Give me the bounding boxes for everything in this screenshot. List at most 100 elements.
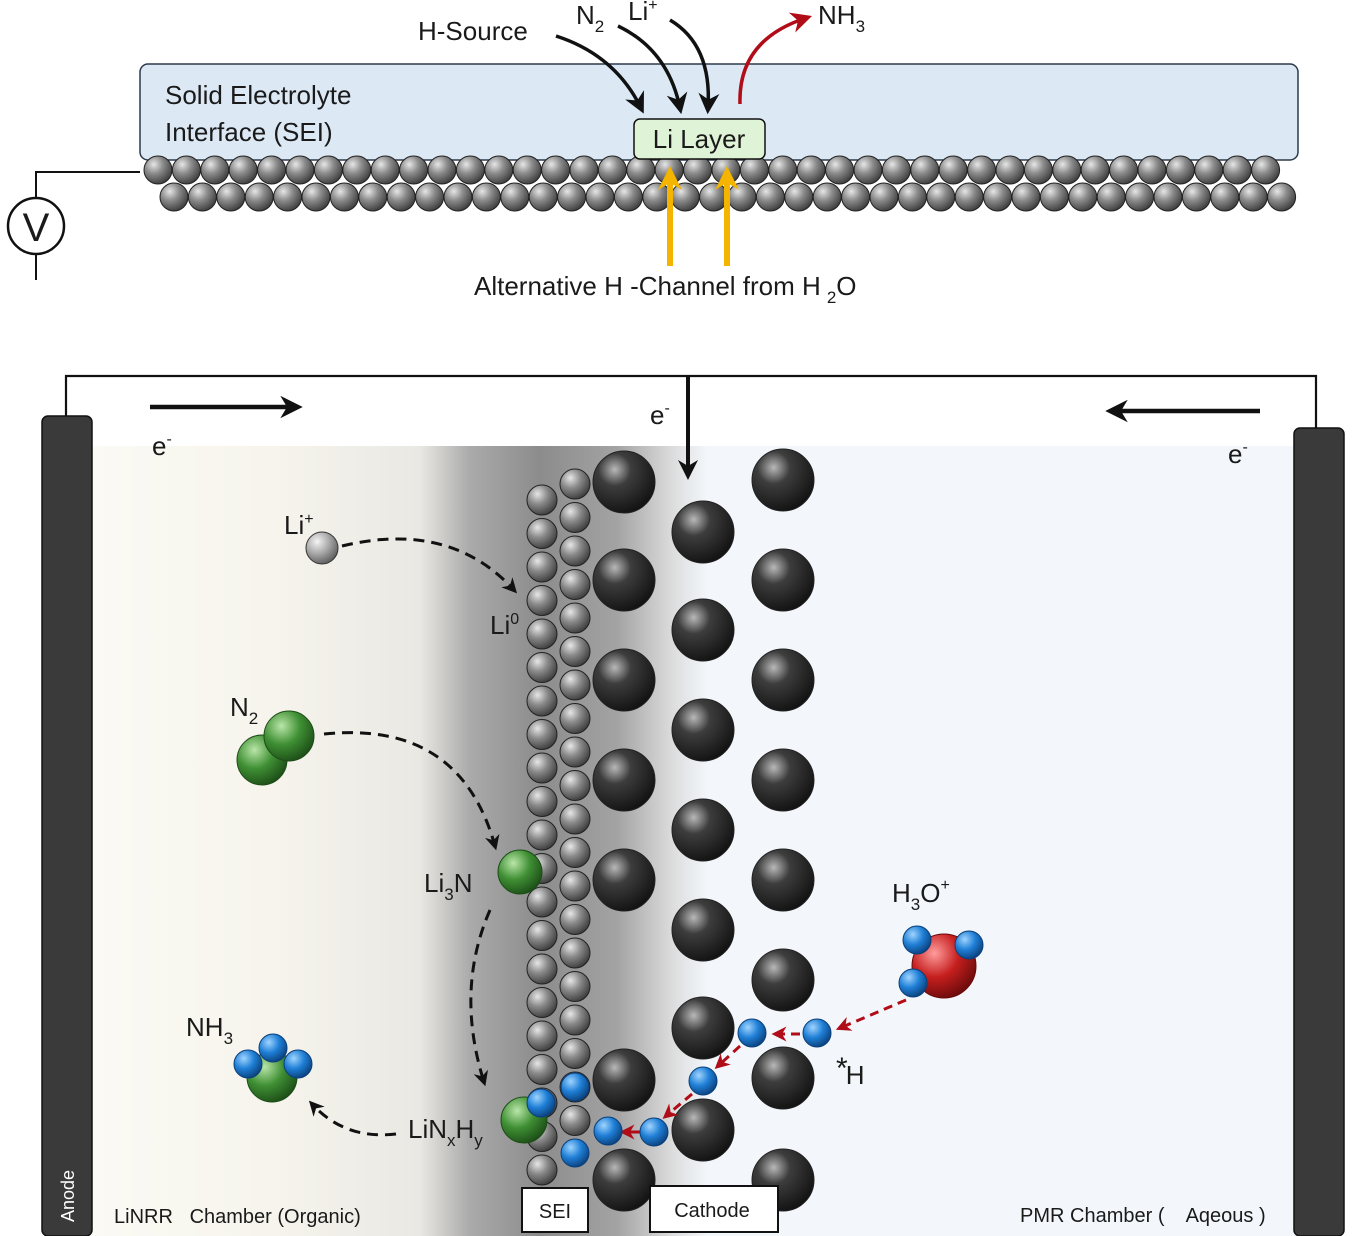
top-electrode-sphere: [1222, 155, 1252, 185]
sei-sphere: [559, 837, 591, 868]
top-electrode-sphere: [727, 182, 757, 212]
cathode-sphere: [671, 1098, 735, 1162]
linxhy-h-atom-3: [560, 1138, 590, 1168]
adsorbed-h-5: [593, 1116, 623, 1146]
proton-hop-arrow-3: [714, 1044, 742, 1070]
nh3-label: NH3: [186, 1012, 233, 1048]
sei-sphere: [526, 987, 558, 1018]
sei-sphere: [526, 920, 558, 951]
top-electrode-sphere: [187, 182, 217, 212]
top-electrode-sphere: [569, 155, 599, 185]
cathode-sphere: [751, 848, 815, 912]
top-electrode-sphere: [983, 182, 1013, 212]
sei-sphere: [559, 1105, 591, 1136]
top-electrode-sphere: [1080, 155, 1110, 185]
electron-label-center: e-: [650, 400, 670, 430]
top-electrode-sphere: [427, 155, 457, 185]
cathode-sphere: [592, 1148, 656, 1212]
top-electrode-sphere: [683, 155, 713, 185]
top-electrode-sphere: [1210, 182, 1240, 212]
top-electrode-sphere: [967, 155, 997, 185]
sei-sphere: [559, 636, 591, 667]
h-source-arrow: [555, 34, 644, 114]
adsorbed-h-1: [802, 1018, 832, 1048]
cathode-region-label: Cathode: [674, 1200, 750, 1222]
bottom-panel: e- e- e- Anode Li+ Li0 N2: [41, 374, 1345, 1236]
nh3-arrow: [738, 12, 812, 105]
cathode-sphere: [751, 648, 815, 712]
sei-sphere: [559, 770, 591, 801]
top-electrode-row-1: [143, 155, 1281, 185]
top-electrode-sphere: [370, 155, 400, 185]
sei-sphere: [526, 652, 558, 683]
sei-sphere: [526, 719, 558, 750]
h3o-h-atom-3: [898, 968, 928, 998]
adsorbed-h-4: [639, 1117, 669, 1147]
cathode-sphere: [592, 1048, 656, 1112]
sei-sphere: [526, 618, 558, 650]
top-electrode-row-2: [159, 182, 1297, 212]
top-electrode-sphere: [358, 182, 388, 212]
cathode-sphere: [671, 798, 735, 862]
top-li-label: Li+: [628, 0, 658, 26]
sei-sphere: [559, 569, 591, 600]
cathode-region-box: [649, 1185, 779, 1233]
anode-electrode: [41, 415, 93, 1236]
cathode-sphere: [671, 698, 735, 762]
top-electrode-sphere: [853, 155, 883, 185]
top-electrode-sphere: [597, 155, 627, 185]
sei-region-box: [521, 1187, 589, 1233]
linrr-chamber-bg: [92, 446, 422, 1236]
top-electrode-sphere: [301, 182, 331, 212]
top-electrode-sphere: [273, 182, 303, 212]
top-electrode-sphere: [784, 182, 814, 212]
top-electrode-sphere: [796, 155, 826, 185]
linxhy-h-atom-2: [560, 1072, 590, 1102]
cathode-sphere: [751, 548, 815, 612]
cathode-spheres: [592, 448, 815, 1212]
li-ion-sphere: [305, 531, 339, 565]
adsorbed-h-2: [737, 1018, 767, 1048]
top-electrode-sphere: [739, 155, 769, 185]
h3o-h-atom-2: [954, 930, 984, 960]
sei-sphere: [526, 1020, 558, 1052]
cathode-sphere: [671, 898, 735, 962]
top-electrode-sphere: [329, 182, 359, 212]
top-electrode-sphere: [1096, 182, 1126, 212]
top-electrode-sphere: [954, 182, 984, 212]
top-electrode-sphere: [541, 155, 571, 185]
top-electrode-sphere: [1181, 182, 1211, 212]
h3o-label: H3O+: [892, 877, 950, 914]
electron-label-left: e-: [152, 431, 172, 461]
top-electrode-sphere: [825, 155, 855, 185]
sei-sphere: [526, 886, 558, 918]
top-electrode-sphere: [1125, 182, 1155, 212]
top-electrode-sphere: [1039, 182, 1069, 212]
cathode-sphere: [751, 748, 815, 812]
top-electrode-sphere: [642, 182, 672, 212]
sei-sphere: [559, 468, 591, 500]
top-electrode-sphere: [926, 182, 956, 212]
sei-sphere: [559, 937, 591, 969]
nh3-h-atom-1: [233, 1049, 263, 1079]
h3o-h-atom-1: [902, 925, 932, 955]
top-electrode-sphere: [143, 155, 173, 185]
top-electrode-sphere: [415, 182, 445, 212]
h-source-label: H-Source: [418, 16, 528, 46]
sei-sphere: [559, 1004, 591, 1036]
top-electrode-sphere: [1153, 182, 1183, 212]
top-electrode-sphere: [171, 155, 201, 185]
top-electrode-sphere: [159, 182, 189, 212]
li0-label: Li0: [490, 610, 519, 640]
top-electrode-sphere: [897, 182, 927, 212]
top-electrode-sphere: [1238, 182, 1268, 212]
linxhy-label: LiNxHy: [408, 1114, 483, 1150]
top-electrode-sphere: [613, 182, 643, 212]
cathode-sphere: [592, 748, 656, 812]
cathode-sphere: [751, 948, 815, 1012]
sei-sphere: [559, 971, 591, 1002]
top-electrode-sphere: [626, 155, 656, 185]
voltmeter-wire: [35, 171, 140, 280]
sei-label-line1: Solid Electrolyte: [165, 80, 351, 110]
